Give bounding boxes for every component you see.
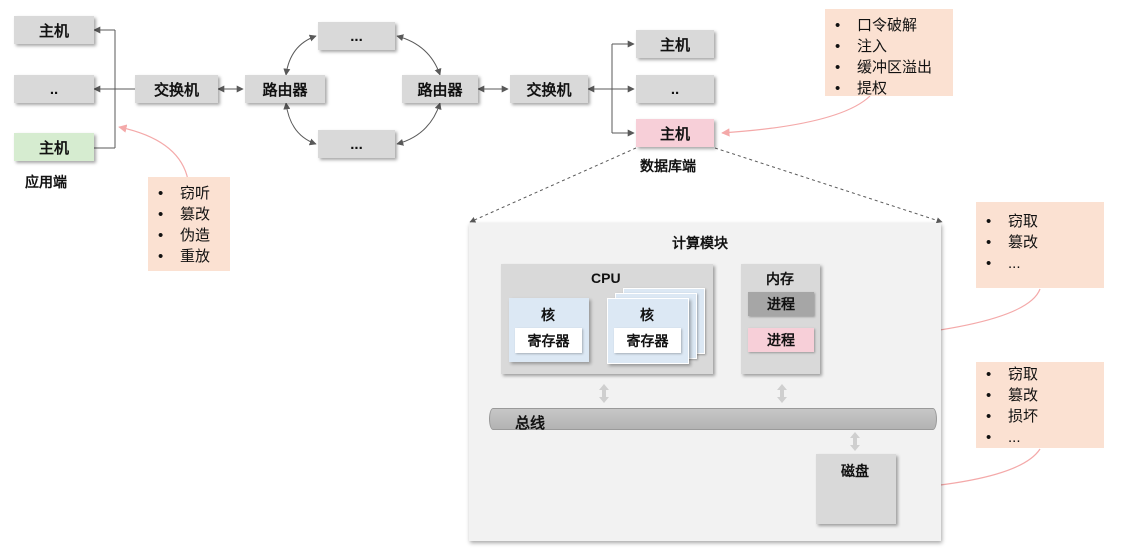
disk-block: [816, 454, 896, 524]
cpu-title: CPU: [591, 270, 621, 286]
zoom-lines: [469, 147, 943, 224]
left-host-connectors: [93, 26, 135, 149]
router-right: 路由器: [402, 75, 478, 103]
memory-title: 内存: [766, 271, 794, 287]
right-host-connectors: [587, 40, 635, 137]
disk-attack-note: 窃取 篡改 损坏 ...: [976, 362, 1104, 448]
note-item: 窃取: [986, 364, 1094, 385]
process-block: 进程: [748, 292, 814, 316]
switch-right: 交换机: [510, 75, 588, 103]
note-item: 提权: [835, 78, 943, 99]
right-host-middle: ..: [636, 75, 714, 103]
register-block: 寄存器: [614, 328, 681, 353]
app-host: 主机: [14, 133, 94, 161]
note-item: 篡改: [986, 232, 1094, 253]
bus-label: 总线: [515, 415, 546, 432]
memory-block: [741, 264, 820, 374]
note-item: ...: [986, 427, 1094, 448]
switch-left: 交换机: [135, 75, 218, 103]
note-item: 伪造: [158, 225, 220, 246]
db-attack-note: 口令破解 注入 缓冲区溢出 提权: [825, 9, 953, 99]
db-host: 主机: [636, 119, 714, 147]
note-item: 口令破解: [835, 15, 943, 36]
note-item: 重放: [158, 246, 220, 267]
note-item: 窃取: [986, 211, 1094, 232]
note-item: 窃听: [158, 183, 220, 204]
note-item: 缓冲区溢出: [835, 57, 943, 78]
left-host-middle: ..: [14, 75, 94, 103]
router-ring: [283, 34, 442, 146]
note-item: 注入: [835, 36, 943, 57]
memory-attack-note: 窃取 篡改 ...: [976, 202, 1104, 288]
register-block: 寄存器: [515, 328, 582, 353]
right-host-top: 主机: [636, 30, 714, 58]
note-item: 篡改: [986, 385, 1094, 406]
app-side-label: 应用端: [25, 174, 67, 190]
core-label: 核: [640, 307, 654, 323]
db-side-label: 数据库端: [640, 158, 696, 174]
disk-label: 磁盘: [841, 463, 869, 479]
process-block-highlight: 进程: [748, 328, 814, 352]
network-attack-note: 窃听 篡改 伪造 重放: [148, 177, 230, 271]
compute-module-title: 计算模块: [672, 235, 728, 251]
left-host-top: 主机: [14, 16, 94, 44]
router-left: 路由器: [245, 75, 325, 103]
note-item: ...: [986, 253, 1094, 274]
mid-node-top: ...: [318, 22, 395, 50]
mid-node-bottom: ...: [318, 130, 395, 158]
bus: [489, 408, 937, 430]
note-item: 损坏: [986, 406, 1094, 427]
core-label: 核: [541, 307, 555, 323]
note-item: 篡改: [158, 204, 220, 225]
